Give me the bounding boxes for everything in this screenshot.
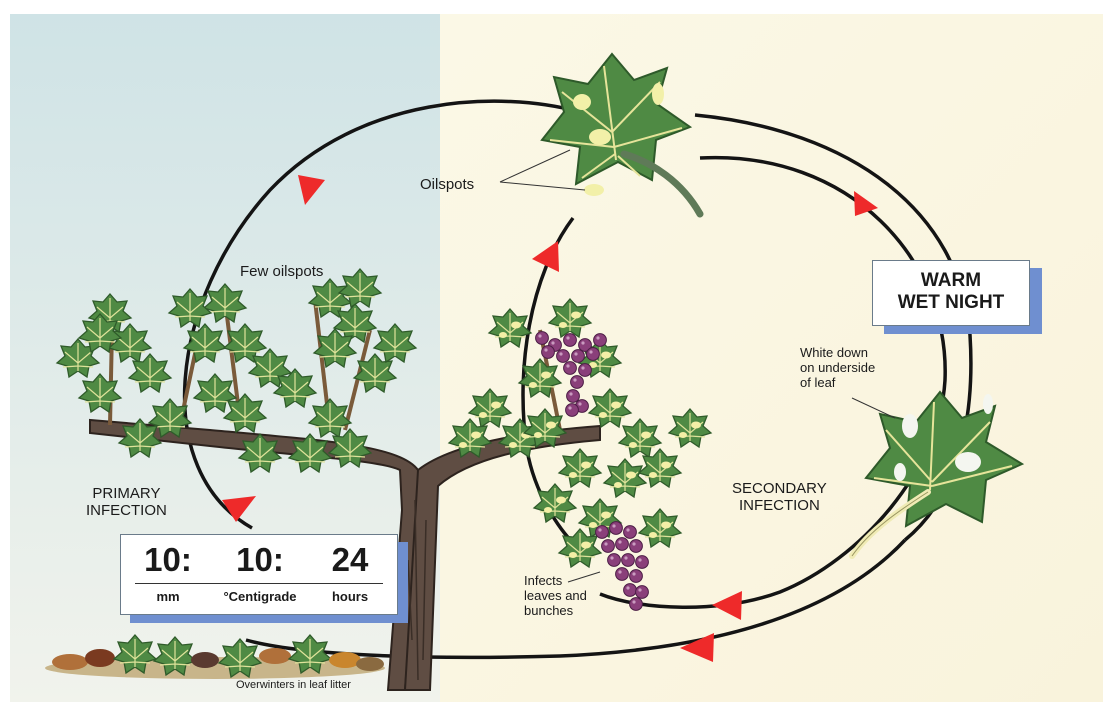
duration-unit: hours (317, 589, 383, 605)
white-down-label: White down on underside of leaf (800, 345, 875, 390)
few-oilspots-label: Few oilspots (240, 263, 323, 280)
infects-line-3: bunches (524, 603, 587, 618)
white-down-line-2: on underside (800, 360, 875, 375)
secondary-line-1: SECONDARY (732, 480, 827, 497)
duration-condition: 24 hours (317, 541, 383, 605)
rain-unit: mm (135, 589, 201, 605)
rain-condition: 10: mm (135, 541, 201, 605)
duration-value: 24 (317, 541, 383, 579)
temperature-unit: °Centigrade (207, 589, 313, 605)
oilspots-label: Oilspots (420, 176, 474, 193)
wet-night-label: WET NIGHT (873, 292, 1029, 314)
warm-wet-night-box: WARM WET NIGHT (872, 260, 1030, 326)
infects-label: Infects leaves and bunches (524, 573, 587, 618)
white-down-line-3: of leaf (800, 375, 875, 390)
overwinters-label: Overwinters in leaf litter (236, 679, 351, 692)
rain-value: 10: (135, 541, 201, 579)
warm-label: WARM (873, 270, 1029, 292)
secondary-line-2: INFECTION (732, 497, 827, 514)
primary-infection-label: PRIMARY INFECTION (86, 485, 167, 519)
white-down-line-1: White down (800, 345, 875, 360)
primary-line-1: PRIMARY (86, 485, 167, 502)
primary-line-2: INFECTION (86, 502, 167, 519)
infects-line-2: leaves and (524, 588, 587, 603)
primary-conditions-box: 10: mm 10: °Centigrade 24 hours (120, 534, 398, 615)
temperature-condition: 10: °Centigrade (207, 541, 313, 605)
infects-line-1: Infects (524, 573, 587, 588)
temperature-value: 10: (207, 541, 313, 579)
secondary-infection-label: SECONDARY INFECTION (732, 480, 827, 514)
